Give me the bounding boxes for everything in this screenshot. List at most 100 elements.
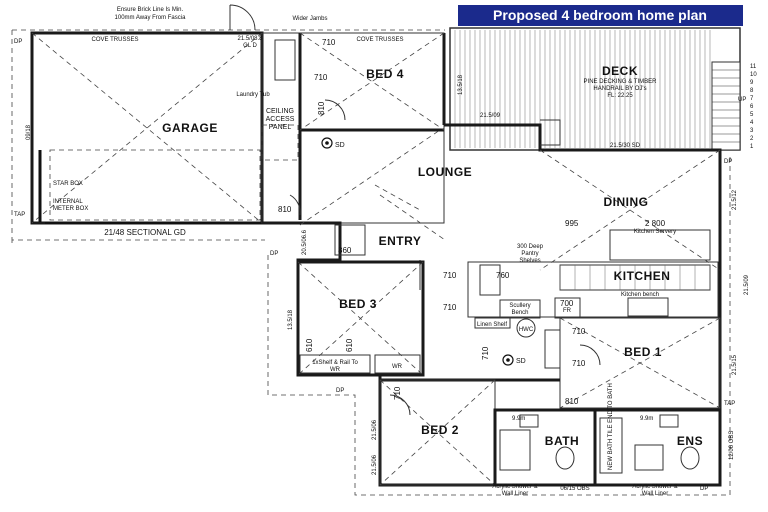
note-wider-jambs: Wider Jambs bbox=[292, 16, 327, 22]
note-pantry-1: 300 Deep bbox=[517, 244, 544, 250]
dim-21-506-a: 21.5/06 bbox=[372, 419, 378, 440]
note-deck-dim-2: 21.5/30 SD bbox=[610, 143, 641, 149]
dim-rail-ens: 9.9m bbox=[640, 416, 653, 422]
stair-number: 11 bbox=[750, 64, 757, 70]
dim-09-18: 09/18 bbox=[26, 124, 32, 140]
note-shower-right-2: Wall Liner bbox=[642, 491, 668, 497]
note-dp-5: DP bbox=[724, 159, 732, 165]
room-label-garage: GARAGE bbox=[162, 121, 218, 135]
room-label-kitchen: KITCHEN bbox=[614, 269, 671, 283]
room-label-ens: ENS bbox=[677, 434, 703, 448]
deck-door-frame bbox=[540, 119, 561, 146]
note-laundry: Laundry Tub bbox=[236, 92, 270, 98]
bed2-diagonal-1 bbox=[379, 379, 496, 486]
note-shower-right-1: Acrylic Shower & bbox=[632, 484, 677, 490]
note-shelf-rail-1: 1xShelf & Rail To bbox=[312, 360, 358, 366]
stair-number: 2 bbox=[750, 136, 754, 142]
kitchen-tiles bbox=[559, 265, 711, 290]
note-tap-garage: TAP bbox=[14, 212, 25, 218]
dim-710-bed1-2: 710 bbox=[572, 359, 586, 368]
note-brick-line-2: 100mm Away From Fascia bbox=[115, 15, 187, 21]
room-label-deck: DECK bbox=[602, 64, 638, 78]
bed2-diagonal-2 bbox=[379, 379, 496, 486]
note-dp-1: DP bbox=[14, 39, 22, 45]
note-brick-line-1: Ensure Brick Line Is Min. bbox=[117, 7, 184, 13]
garage-door-arc bbox=[289, 194, 301, 216]
dim-710-bed2: 710 bbox=[393, 386, 402, 400]
dim-610-bed3-1: 610 bbox=[305, 338, 314, 352]
note-dp-3: DP bbox=[336, 388, 344, 394]
dim-710-entry-1: 710 bbox=[443, 271, 457, 280]
dim-995: 995 bbox=[565, 219, 579, 228]
bed4-diagonal-2 bbox=[299, 32, 445, 131]
bed2-door-arc bbox=[389, 394, 411, 416]
room-label-bath: BATH bbox=[545, 434, 579, 448]
note-obs: 06/15 OBS bbox=[560, 486, 589, 492]
bed1-diagonal-2 bbox=[559, 317, 721, 409]
note-meter-2: METER BOX bbox=[53, 206, 88, 212]
dim-13-518-deck: 13.5/18 bbox=[458, 74, 464, 95]
dim-710-entry-2: 710 bbox=[443, 303, 457, 312]
deck-stairs bbox=[711, 61, 741, 151]
note-tap-east: TAP bbox=[724, 401, 735, 407]
entry-cupboard bbox=[334, 224, 366, 256]
sink bbox=[627, 297, 669, 317]
bath-vanity bbox=[519, 414, 539, 428]
ens-walls bbox=[593, 408, 722, 487]
note-deck-dim-1: 21.5/09 bbox=[480, 113, 501, 119]
lounge-diagonal-3 bbox=[379, 194, 446, 241]
room-label-lounge: LOUNGE bbox=[418, 165, 472, 179]
note-ceiling-2: ACCESS bbox=[266, 116, 295, 123]
note-floor-level: FL: 22.25 bbox=[607, 93, 633, 99]
ens-toilet bbox=[680, 446, 700, 470]
note-linen: Linen Shelf bbox=[477, 322, 507, 328]
note-wr: WR bbox=[392, 364, 403, 370]
garage-diagonal-2 bbox=[31, 32, 263, 224]
stair-number: 4 bbox=[750, 120, 754, 126]
ceiling-panel-outline bbox=[261, 124, 299, 161]
stair-number: 1 bbox=[750, 144, 754, 150]
dim-860: 860 bbox=[338, 246, 352, 255]
plan-title: Proposed 4 bedroom home plan bbox=[493, 7, 707, 23]
dim-760: 760 bbox=[496, 271, 510, 280]
stair-number: 6 bbox=[750, 104, 754, 110]
house-east-wall bbox=[444, 123, 722, 487]
note-pantry-3: Shelves bbox=[519, 258, 540, 264]
bed1-zone bbox=[559, 317, 721, 409]
dim-rail-bath: 9.9m bbox=[512, 416, 525, 422]
note-cove-trusses-right: COVE TRUSSES bbox=[357, 37, 404, 43]
title-banner bbox=[458, 5, 743, 26]
bed3-robe bbox=[299, 354, 371, 374]
bath-shower bbox=[499, 429, 531, 471]
dim-21-515: 21.5/15 bbox=[732, 354, 738, 375]
dining-diagonal-2 bbox=[539, 149, 721, 271]
dim-810-garage: 810 bbox=[278, 205, 292, 214]
garage-entry-door bbox=[229, 4, 256, 31]
note-bath-tile: NEW BATH TILE END TO BATH bbox=[608, 383, 614, 470]
bed3-walls bbox=[296, 260, 425, 377]
dim-21-506-b: 21.5/06 bbox=[372, 454, 378, 475]
laundry-cupboard bbox=[274, 39, 296, 81]
eaves-line-west bbox=[11, 29, 445, 243]
smoke-detector-icon bbox=[502, 354, 514, 366]
note-sd-1: SD bbox=[335, 142, 345, 149]
bed4-door-arc bbox=[324, 99, 346, 121]
smoke-detector-icon bbox=[321, 137, 333, 149]
note-hwc: HWC bbox=[519, 327, 534, 333]
note-star-box: STAR BOX bbox=[53, 181, 83, 187]
stair-number: 3 bbox=[750, 128, 754, 134]
dim-610-bed3-2: 610 bbox=[345, 338, 354, 352]
bed3-robe-2 bbox=[374, 354, 421, 374]
ens-vanity bbox=[659, 414, 679, 428]
bath-tub bbox=[599, 417, 623, 474]
kitchen-servery bbox=[609, 229, 711, 261]
dim-21-509: 21.5/09 bbox=[744, 274, 750, 295]
note-ceiling-3: PANEL bbox=[269, 124, 292, 131]
note-meter-1: INTERNAL bbox=[53, 199, 83, 205]
stair-number: 7 bbox=[750, 96, 754, 102]
note-handrail: HANDRAIL BY OJ's bbox=[593, 86, 646, 92]
linen-shelf bbox=[474, 317, 511, 329]
bed1-door-arc bbox=[579, 344, 601, 366]
garage-diagonal-1 bbox=[31, 32, 263, 224]
